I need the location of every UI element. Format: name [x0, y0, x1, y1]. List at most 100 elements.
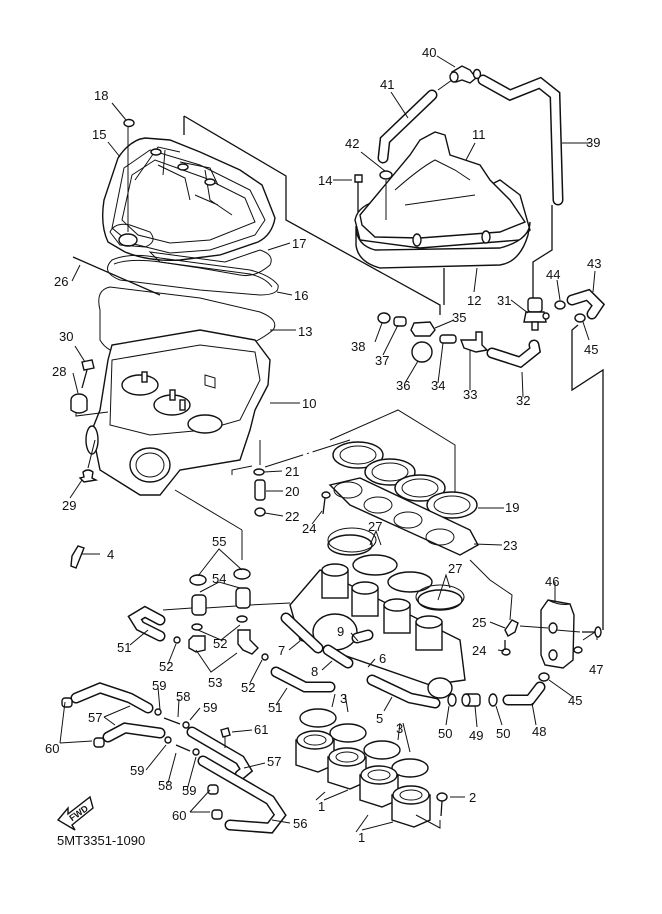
- forward-direction-indicator: FWD: [56, 795, 94, 831]
- callout-55[interactable]: 55: [212, 534, 226, 549]
- callout-17[interactable]: 17: [292, 236, 306, 251]
- callout-37[interactable]: 37: [375, 353, 389, 368]
- callout-58a[interactable]: 58: [176, 689, 190, 704]
- callout-9[interactable]: 9: [337, 624, 344, 639]
- grommet-18-part: [123, 118, 135, 232]
- callout-46[interactable]: 46: [545, 574, 559, 589]
- callout-39[interactable]: 39: [586, 135, 600, 150]
- breather-hoses-part: [377, 65, 564, 206]
- callout-34[interactable]: 34: [431, 378, 445, 393]
- callout-28[interactable]: 28: [52, 364, 66, 379]
- callout-56[interactable]: 56: [293, 816, 307, 831]
- callout-30[interactable]: 30: [59, 329, 73, 344]
- callout-52b[interactable]: 52: [213, 636, 227, 651]
- drain-hoses-part: [61, 682, 287, 834]
- callout-21[interactable]: 21: [285, 464, 299, 479]
- callout-43[interactable]: 43: [587, 256, 601, 271]
- case-mount-parts: [231, 440, 266, 517]
- callout-labels: 18 15 17 16 26 13 30 28 10 29 21 20 22 2…: [45, 45, 603, 845]
- callout-60b[interactable]: 60: [172, 808, 186, 823]
- callout-7[interactable]: 7: [278, 643, 285, 658]
- callout-20[interactable]: 20: [285, 484, 299, 499]
- callout-2[interactable]: 2: [469, 790, 476, 805]
- callout-57a[interactable]: 57: [88, 710, 102, 725]
- callout-35[interactable]: 35: [452, 310, 466, 325]
- gaskets-part: [107, 249, 279, 296]
- mount-hardware-part: [70, 359, 109, 483]
- callout-32[interactable]: 32: [516, 393, 530, 408]
- screw-24b-part: [501, 640, 511, 656]
- callout-31[interactable]: 31: [497, 293, 511, 308]
- callout-3b[interactable]: 3: [396, 721, 403, 736]
- callout-36[interactable]: 36: [396, 378, 410, 393]
- callout-4[interactable]: 4: [107, 547, 114, 562]
- callout-60a[interactable]: 60: [45, 741, 59, 756]
- callout-58b[interactable]: 58: [158, 778, 172, 793]
- air-filter-cover-part: [101, 137, 276, 262]
- callout-41[interactable]: 41: [380, 77, 394, 92]
- callout-61[interactable]: 61: [254, 722, 268, 737]
- callout-50a[interactable]: 50: [438, 726, 452, 741]
- callout-33[interactable]: 33: [463, 387, 477, 402]
- cover-screw-part: [354, 170, 393, 220]
- callout-18[interactable]: 18: [94, 88, 108, 103]
- callout-29[interactable]: 29: [62, 498, 76, 513]
- callout-49[interactable]: 49: [469, 728, 483, 743]
- callout-51a[interactable]: 51: [117, 640, 131, 655]
- callout-23[interactable]: 23: [503, 538, 517, 553]
- callout-54[interactable]: 54: [212, 571, 226, 586]
- callout-47[interactable]: 47: [589, 662, 603, 677]
- callout-8[interactable]: 8: [311, 664, 318, 679]
- callout-52a[interactable]: 52: [159, 659, 173, 674]
- callout-12[interactable]: 12: [467, 293, 481, 308]
- callout-10[interactable]: 10: [302, 396, 316, 411]
- throttle-hoses-part: [270, 612, 441, 709]
- callout-57b[interactable]: 57: [267, 754, 281, 769]
- tank-46-part: [540, 599, 583, 669]
- callout-45b[interactable]: 45: [568, 693, 582, 708]
- callout-27b[interactable]: 27: [448, 561, 462, 576]
- callout-16[interactable]: 16: [294, 288, 308, 303]
- callout-52c[interactable]: 52: [241, 680, 255, 695]
- callout-5[interactable]: 5: [376, 711, 383, 726]
- callout-40[interactable]: 40: [422, 45, 436, 60]
- joint-49-part: [447, 693, 498, 707]
- callout-24a[interactable]: 24: [302, 521, 316, 536]
- callout-13[interactable]: 13: [298, 324, 312, 339]
- throttle-body-part: [289, 534, 466, 699]
- rod-26-part: [72, 256, 161, 296]
- callout-24b[interactable]: 24: [472, 643, 486, 658]
- callout-42[interactable]: 42: [345, 136, 359, 151]
- callout-38[interactable]: 38: [351, 339, 365, 354]
- callout-14[interactable]: 14: [318, 173, 332, 188]
- callout-59a[interactable]: 59: [152, 678, 166, 693]
- valve-assembly-part: [523, 288, 606, 331]
- callout-25[interactable]: 25: [472, 615, 486, 630]
- breather-fittings-part: [377, 312, 542, 369]
- callout-6[interactable]: 6: [379, 651, 386, 666]
- callout-19[interactable]: 19: [505, 500, 519, 515]
- leader-lines: [59, 55, 598, 833]
- callout-59c[interactable]: 59: [130, 763, 144, 778]
- callout-44[interactable]: 44: [546, 267, 560, 282]
- callout-53[interactable]: 53: [208, 675, 222, 690]
- joints-left-part: [127, 568, 291, 661]
- callout-27a[interactable]: 27: [368, 519, 382, 534]
- callout-1b[interactable]: 1: [358, 830, 365, 845]
- callout-59b[interactable]: 59: [203, 700, 217, 715]
- callout-51b[interactable]: 51: [268, 700, 282, 715]
- callout-1a[interactable]: 1: [318, 799, 325, 814]
- air-filter-case-part: [85, 329, 271, 496]
- callout-45a[interactable]: 45: [584, 342, 598, 357]
- callout-15[interactable]: 15: [92, 127, 106, 142]
- callout-11[interactable]: 11: [472, 127, 486, 142]
- intake-boots-part: [295, 708, 431, 828]
- callout-50b[interactable]: 50: [496, 726, 510, 741]
- callout-48[interactable]: 48: [532, 724, 546, 739]
- gasket-plate-23-part: [328, 477, 479, 556]
- callout-3a[interactable]: 3: [340, 691, 347, 706]
- callout-59d[interactable]: 59: [182, 783, 196, 798]
- callout-22[interactable]: 22: [285, 509, 299, 524]
- callout-26[interactable]: 26: [54, 274, 68, 289]
